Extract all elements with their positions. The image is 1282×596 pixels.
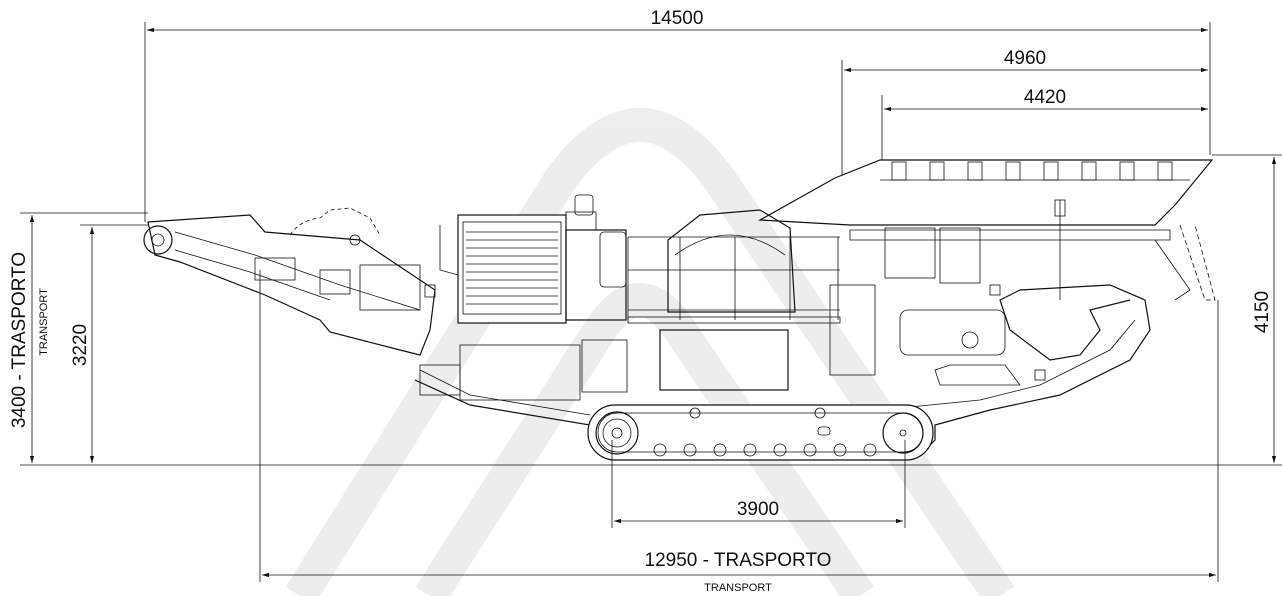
dimension-lines: 14500 4960 4420 3400 - TRASPORTO TRANSPO… xyxy=(9,8,1282,594)
drive-sprocket xyxy=(595,411,639,455)
dim-label-transport-height: 3400 - TRASPORTO xyxy=(9,252,30,428)
platform-railing xyxy=(627,236,841,324)
dim-label-overall-height: 4150 xyxy=(1252,291,1273,333)
feed-hopper xyxy=(757,159,1216,301)
watermark-logo xyxy=(285,108,1015,596)
dim-label-transport-length-sub: TRANSPORT xyxy=(704,582,772,594)
main-discharge-conveyor xyxy=(143,207,436,356)
dim-label-hopper-length: 4960 xyxy=(1004,48,1046,69)
side-belt xyxy=(899,284,1046,386)
dim-label-overall-length: 14500 xyxy=(651,8,704,29)
dim-label-transport-height-sub: TRANSPORT xyxy=(38,288,50,356)
dim-label-hopper-inner-length: 4420 xyxy=(1024,87,1066,108)
jaw-crusher xyxy=(419,209,876,401)
track-assembly xyxy=(587,404,934,461)
dim-label-track-length: 3900 xyxy=(737,499,779,520)
crusher-machine xyxy=(143,159,1216,461)
power-unit xyxy=(439,194,627,324)
dim-label-conveyor-height: 3220 xyxy=(70,324,91,366)
dim-label-transport-length: 12950 - TRASPORTO xyxy=(645,550,832,571)
